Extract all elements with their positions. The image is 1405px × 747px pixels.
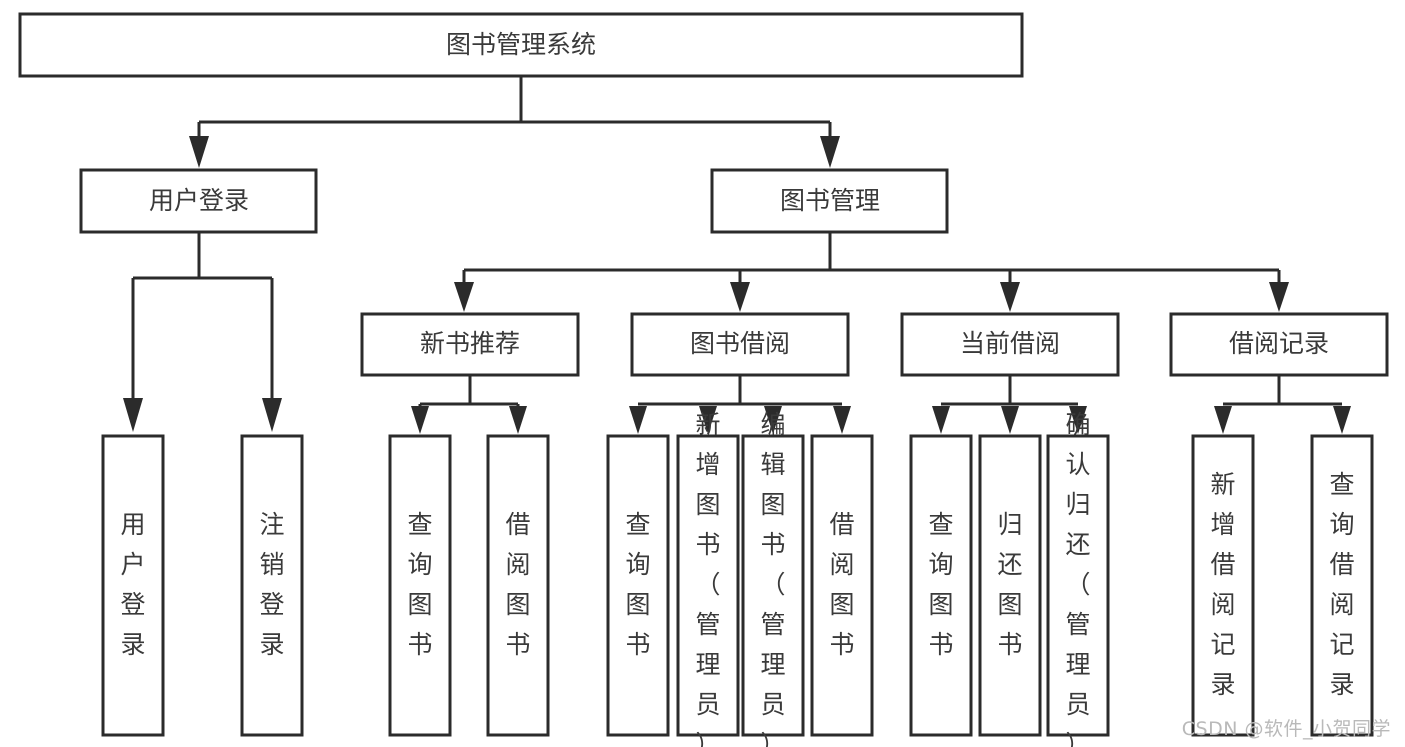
node-book-borrow[interactable]: 图书借阅 xyxy=(630,312,850,377)
node-user-login-box[interactable] xyxy=(79,168,318,234)
leaf-node-user-login[interactable]: 用户登录 xyxy=(101,434,165,737)
arrow-head-user-login xyxy=(189,136,209,168)
leaf-node-current-query-book[interactable]: 查询图书 xyxy=(909,434,973,737)
arrow-head-borrowrecord-leaf-2 xyxy=(1333,406,1351,434)
leaf-node-borrow-add-book[interactable]: 新增图书（管理员） xyxy=(676,410,740,747)
leaf-node-borrow-query-book-label: 查询图书 xyxy=(625,510,650,659)
node-current-borrow-box[interactable] xyxy=(900,312,1120,377)
node-book-borrow-label: 图书借阅 xyxy=(690,329,790,358)
connector-group-new-book-recommend xyxy=(411,375,527,434)
connector-group-root xyxy=(189,76,840,168)
leaf-node-borrow-query-book-box[interactable] xyxy=(606,434,670,737)
node-current-borrow[interactable]: 当前借阅 xyxy=(900,312,1120,377)
leaf-node-borrow-add-book-box[interactable] xyxy=(676,434,740,737)
connector-group-book-borrow xyxy=(629,375,851,434)
node-borrow-record[interactable]: 借阅记录 xyxy=(1169,312,1389,377)
arrow-head-leaf-user-login xyxy=(123,398,143,432)
node-user-login-label: 用户登录 xyxy=(149,186,249,215)
leaf-node-current-confirm-return-box[interactable] xyxy=(1046,434,1110,737)
leaf-node-user-login-label: 用户登录 xyxy=(120,510,145,659)
leaf-node-user-login-box[interactable] xyxy=(101,434,165,737)
node-user-login[interactable]: 用户登录 xyxy=(79,168,318,234)
node-new-book-recommend-label: 新书推荐 xyxy=(420,329,520,358)
node-book-borrow-box[interactable] xyxy=(630,312,850,377)
connector-group-book-mgmt xyxy=(454,232,1289,312)
leaf-node-newbook-query-book[interactable]: 查询图书 xyxy=(388,434,452,737)
node-root-system-box[interactable] xyxy=(18,12,1024,78)
leaf-node-current-return-book-box[interactable] xyxy=(978,434,1042,737)
node-root-system[interactable]: 图书管理系统 xyxy=(18,12,1024,78)
leaf-node-current-confirm-return-label: 确认归还（管理员） xyxy=(1065,410,1090,747)
arrow-head-borrow-record xyxy=(1269,282,1289,312)
leaf-node-logout-box[interactable] xyxy=(240,434,304,737)
arrow-head-book-mgmt xyxy=(820,136,840,168)
leaf-node-newbook-borrow-book[interactable]: 借阅图书 xyxy=(486,434,550,737)
arrow-head-currentborrow-leaf-2 xyxy=(1001,406,1019,434)
leaf-node-borrow-edit-book[interactable]: 编辑图书（管理员） xyxy=(741,410,805,747)
connector-group-borrow-record xyxy=(1214,375,1351,434)
leaf-node-current-confirm-return[interactable]: 确认归还（管理员） xyxy=(1046,410,1110,747)
node-new-book-recommend-box[interactable] xyxy=(360,312,580,377)
arrow-head-bookborrow-leaf-4 xyxy=(833,406,851,434)
arrow-head-newbook-leaf-1 xyxy=(411,406,429,434)
leaf-node-borrow-borrow-book-box[interactable] xyxy=(810,434,874,737)
leaf-node-newbook-borrow-book-label: 借阅图书 xyxy=(505,510,530,659)
leaf-node-newbook-query-book-label: 查询图书 xyxy=(407,510,432,659)
leaf-node-newbook-borrow-book-box[interactable] xyxy=(486,434,550,737)
connector-group-user-login xyxy=(123,232,282,432)
leaf-node-borrow-add-book-label: 新增图书（管理员） xyxy=(695,410,720,747)
leaf-node-record-add[interactable]: 新增借阅记录 xyxy=(1191,434,1255,737)
leaf-node-borrow-edit-book-box[interactable] xyxy=(741,434,805,737)
node-book-management[interactable]: 图书管理 xyxy=(710,168,949,234)
arrow-head-bookborrow-leaf-1 xyxy=(629,406,647,434)
leaf-node-current-query-book-label: 查询图书 xyxy=(928,510,953,659)
arrow-head-currentborrow-leaf-1 xyxy=(932,406,950,434)
leaf-node-current-return-book[interactable]: 归还图书 xyxy=(978,434,1042,737)
node-book-management-box[interactable] xyxy=(710,168,949,234)
leaf-node-record-add-box[interactable] xyxy=(1191,434,1255,737)
node-new-book-recommend[interactable]: 新书推荐 xyxy=(360,312,580,377)
node-book-management-label: 图书管理 xyxy=(780,186,880,215)
node-borrow-record-label: 借阅记录 xyxy=(1229,329,1329,358)
arrow-head-borrowrecord-leaf-1 xyxy=(1214,406,1232,434)
node-borrow-record-box[interactable] xyxy=(1169,312,1389,377)
leaf-node-newbook-query-book-box[interactable] xyxy=(388,434,452,737)
leaf-node-record-query-label: 查询借阅记录 xyxy=(1329,470,1354,699)
node-current-borrow-label: 当前借阅 xyxy=(960,329,1060,358)
leaf-node-record-query[interactable]: 查询借阅记录 xyxy=(1310,434,1374,737)
leaf-node-current-return-book-label: 归还图书 xyxy=(997,510,1022,659)
leaf-node-logout[interactable]: 注销登录 xyxy=(240,434,304,737)
arrow-head-new-book xyxy=(454,282,474,312)
node-root-system-label: 图书管理系统 xyxy=(446,30,596,59)
leaf-node-logout-label: 注销登录 xyxy=(259,510,284,659)
csdn-watermark: CSDN @软件_小贺同学 xyxy=(1181,718,1391,740)
arrow-head-current-borrow xyxy=(1000,282,1020,312)
leaf-node-borrow-borrow-book-label: 借阅图书 xyxy=(829,510,854,659)
leaf-node-record-add-label: 新增借阅记录 xyxy=(1210,470,1235,699)
arrow-head-newbook-leaf-2 xyxy=(509,406,527,434)
arrow-head-currentborrow-leaf-3 xyxy=(1069,406,1087,434)
connector-group-current-borrow xyxy=(932,375,1087,434)
leaf-node-current-query-book-box[interactable] xyxy=(909,434,973,737)
leaf-node-borrow-query-book[interactable]: 查询图书 xyxy=(606,434,670,737)
arrow-head-book-borrow xyxy=(730,282,750,312)
arrow-head-leaf-logout xyxy=(262,398,282,432)
leaf-node-borrow-edit-book-label: 编辑图书（管理员） xyxy=(760,410,785,747)
arrow-head-bookborrow-leaf-3 xyxy=(764,406,782,434)
arrow-head-bookborrow-leaf-2 xyxy=(699,406,717,434)
leaf-node-record-query-box[interactable] xyxy=(1310,434,1374,737)
leaf-node-borrow-borrow-book[interactable]: 借阅图书 xyxy=(810,434,874,737)
